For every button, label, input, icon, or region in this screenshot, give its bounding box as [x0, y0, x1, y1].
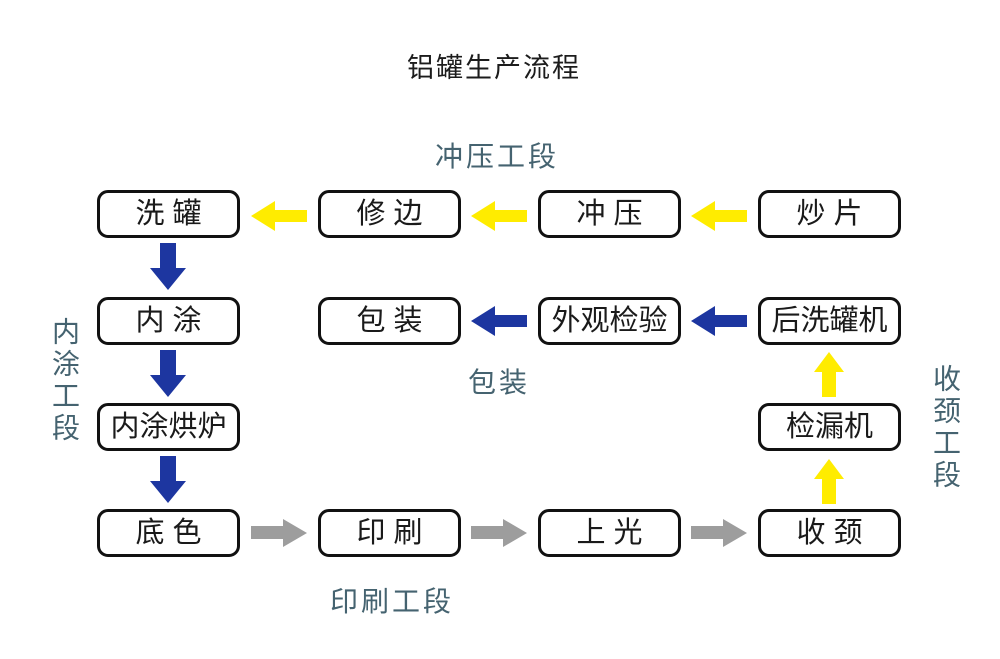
arrow-left-icon [471, 306, 527, 336]
flow-box-label: 后洗罐机 [771, 304, 888, 337]
arrow-left-icon [471, 201, 527, 231]
flow-box-appearance-inspection: 外观检验 [538, 297, 681, 345]
flow-box-stamping: 冲 压 [538, 190, 681, 238]
arrow-left-icon [691, 201, 747, 231]
section-label-necking: 收颈工段 [930, 364, 961, 492]
flow-box-sheet-frying: 炒 片 [758, 190, 901, 238]
flow-box-label: 包 装 [356, 304, 423, 337]
flow-box-label: 底 色 [135, 516, 202, 549]
flow-box-trimming: 修 边 [318, 190, 461, 238]
flow-box-label: 内 涂 [135, 304, 202, 337]
flow-box-inner-coating-oven: 内涂烘炉 [97, 403, 240, 451]
flow-box-wash-can: 洗 罐 [97, 190, 240, 238]
flow-box-leak-detector: 检漏机 [758, 403, 901, 451]
flow-box-post-wash-machine: 后洗罐机 [758, 297, 901, 345]
arrow-right-icon [691, 519, 747, 547]
flow-box-label: 检漏机 [785, 410, 873, 443]
arrow-right-icon [471, 519, 527, 547]
flow-box-label: 冲 压 [576, 197, 643, 230]
flow-box-label: 上 光 [576, 516, 643, 549]
flow-box-packing: 包 装 [318, 297, 461, 345]
flow-box-label: 印 刷 [356, 516, 423, 549]
flow-box-label: 外观检验 [551, 304, 668, 337]
arrow-up-icon [814, 459, 844, 504]
flow-box-necking: 收 颈 [758, 509, 901, 557]
flow-box-base-color: 底 色 [97, 509, 240, 557]
flow-box-label: 修 边 [356, 197, 423, 230]
flow-box-printing: 印 刷 [318, 509, 461, 557]
section-label-stamping: 冲压工段 [434, 141, 560, 172]
arrow-left-icon [691, 306, 747, 336]
section-label-printing: 印刷工段 [329, 586, 455, 617]
flow-box-inner-coating: 内 涂 [97, 297, 240, 345]
page-title: 铝罐生产流程 [407, 53, 581, 83]
arrow-down-icon [150, 350, 186, 397]
arrow-right-icon [251, 519, 307, 547]
arrow-up-icon [814, 352, 844, 397]
section-label-packing: 包装 [467, 367, 531, 398]
flow-box-varnishing: 上 光 [538, 509, 681, 557]
flow-box-label: 收 颈 [796, 516, 863, 549]
arrow-down-icon [150, 456, 186, 503]
section-label-inner-coating: 内涂工段 [49, 317, 80, 445]
flow-box-label: 内涂烘炉 [110, 410, 227, 443]
flow-box-label: 洗 罐 [135, 197, 202, 230]
arrow-down-icon [150, 243, 186, 290]
flow-box-label: 炒 片 [796, 197, 863, 230]
arrow-left-icon [251, 201, 307, 231]
